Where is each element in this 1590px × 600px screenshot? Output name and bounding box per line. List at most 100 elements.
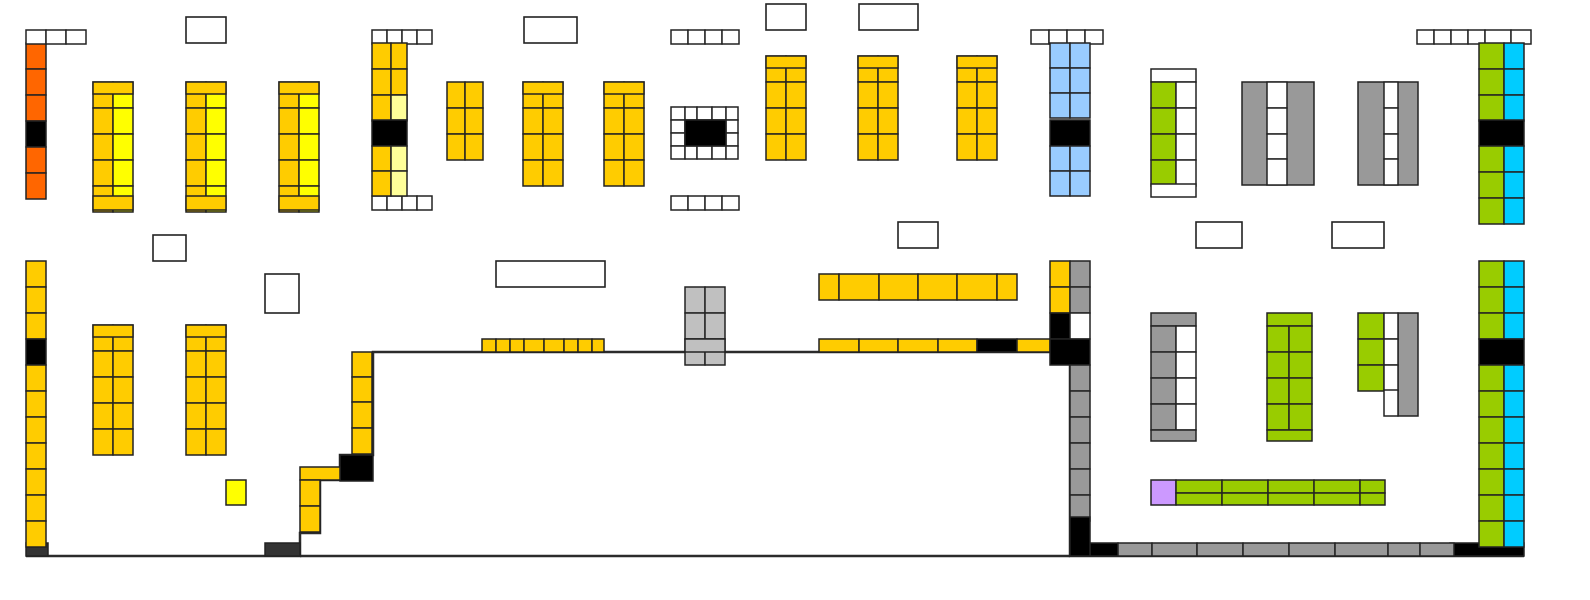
right-wall-upper-left-cell — [1478, 42, 1505, 70]
right-wall-lower-b-right-cell — [1503, 390, 1525, 418]
gondola-yellow-2 — [185, 81, 227, 213]
light-grey-stack-right-cell — [704, 312, 726, 340]
gondola-yellow-2-base — [185, 195, 227, 211]
right-wall-lower-right-cell — [1503, 260, 1525, 288]
green-white-top-cap — [1150, 68, 1197, 83]
gondola-gold-b-right-cell — [542, 133, 564, 161]
stair-gold-upper — [351, 351, 373, 455]
right-wall-lower-b-left-cell — [1478, 520, 1505, 548]
front-grey-strip-cell — [1117, 542, 1153, 557]
gondola-gold-e-right-cell — [877, 133, 899, 161]
right-wall-lower-right-cell — [1503, 286, 1525, 314]
gondola-gold-a-left-cell — [446, 133, 466, 161]
wall-corner-right — [1089, 542, 1119, 557]
bracket-top-strip-cell — [416, 29, 433, 45]
back-room-gold-strip-cell — [495, 338, 511, 353]
green-counter-lower-cell — [1221, 492, 1269, 506]
blue-bay-left-lower-cell — [1049, 170, 1071, 197]
grey-shelf-2-spine-cell — [1383, 107, 1399, 135]
gondola-gold-d-left-cell — [765, 107, 787, 135]
back-room-gold-strip-cell — [543, 338, 565, 353]
orange-wall-bay-cell — [25, 42, 47, 70]
bracket-bottom-strip-cell — [371, 195, 388, 211]
gondola-grey-white-right-cell — [1175, 325, 1197, 353]
gondola-gold-d-right-cell — [785, 81, 807, 109]
partition-grey — [1069, 260, 1091, 314]
light-grey-stack-left-cell — [684, 312, 706, 340]
gondola-gold-f-right-cell — [976, 133, 998, 161]
white-grid-cell — [670, 106, 686, 121]
gondola-green-white-right-cell — [1175, 159, 1197, 187]
back-room-gold-strip-cell — [577, 338, 593, 353]
blue-bay-left-lower-cell — [1049, 145, 1071, 172]
gondola-gold-e-right-cell — [877, 107, 899, 135]
gondola-green-double-right-cell — [1288, 325, 1313, 353]
gondola-lower-2-right-cell — [205, 350, 227, 378]
purple-end-cap — [1150, 479, 1177, 506]
right-wall-lower-left-cell — [1478, 286, 1505, 314]
gondola-lower-1-right-cell — [112, 350, 134, 378]
gondola-grey-white-right-cell — [1175, 351, 1197, 379]
back-room-gold-strip-right-cell — [858, 338, 899, 353]
gondola-gold-e — [857, 55, 899, 161]
gondola-lower-2-right-cell — [205, 402, 227, 430]
back-room-gold-strip-right-cell — [818, 338, 860, 353]
top-left-signage-strip-cell — [65, 29, 87, 45]
bracket-bay-upper-left-cell — [371, 94, 392, 122]
gondola-gold-b — [522, 81, 564, 187]
left-wall-gold-cell — [25, 286, 47, 314]
blue-top-strip-cell — [1066, 29, 1086, 45]
bracket-bay-lower-left-cell — [371, 145, 392, 172]
sign-box — [523, 16, 578, 44]
left-wall-gold-cell — [25, 338, 47, 366]
right-wall-lower-b-right-cell — [1503, 494, 1525, 522]
blue-top-strip-cell — [1084, 29, 1104, 45]
green-white-2-tail — [1383, 389, 1399, 417]
stair-gold-lower-cell — [299, 479, 321, 507]
gondola-lower-1 — [92, 324, 134, 456]
gondola-green-double-right-cell — [1288, 377, 1313, 405]
sign-box — [264, 273, 300, 314]
gondola-yellow-1-right-cell — [112, 107, 134, 135]
stair-gold-landing — [299, 466, 341, 481]
right-wall-lower-pillar — [1478, 338, 1525, 366]
grey-shelf-1-spine-cell — [1266, 81, 1288, 109]
gondola-green-white-2-left-cell — [1357, 338, 1385, 366]
blue-bay-left-upper-cell — [1049, 92, 1071, 119]
gondola-gold-a-left-cell — [446, 81, 466, 109]
orange-wall-bay-cell — [25, 120, 47, 148]
gondola-green-white-2-left-cell — [1357, 312, 1385, 340]
bracket-bottom-strip-cell — [386, 195, 403, 211]
grey-shelf-1-spine — [1266, 81, 1288, 186]
front-grey-strip-cell — [1419, 542, 1455, 557]
island-top-strip-cell — [721, 29, 740, 45]
sign-box — [897, 221, 939, 249]
orange-wall-bay — [25, 42, 47, 200]
right-wall-lower-b-left-cell — [1478, 494, 1505, 522]
gondola-lower-2-right-cell — [205, 428, 227, 456]
white-grid-cell — [670, 145, 686, 160]
white-grid-core — [684, 119, 727, 147]
gondola-lower-2-left-cell — [185, 428, 207, 456]
top-left-signage-strip-cell — [45, 29, 67, 45]
gondola-gold-a-right-cell — [464, 133, 484, 161]
back-room-black-segment — [976, 338, 1018, 353]
green-double-cap — [1266, 312, 1313, 327]
gondola-green-double-left-cell — [1266, 351, 1290, 379]
gondola-green-white-2-left-cell — [1357, 364, 1385, 392]
green-white-bottom-cap — [1150, 183, 1197, 198]
green-counter-upper — [1175, 479, 1386, 494]
partition-black-a — [1049, 312, 1071, 340]
top-right-signage-strip-cell — [1510, 29, 1532, 45]
gondola-green-white-left-cell — [1150, 107, 1177, 135]
right-wall-lower-b-left-cell — [1478, 442, 1505, 470]
gondola-gold-b-left-cell — [522, 133, 544, 161]
island-top-strip-cell — [687, 29, 706, 45]
gondola-lower-1-left-cell — [92, 376, 114, 404]
partition-grey-cell — [1069, 260, 1091, 288]
front-grey-strip-cell — [1288, 542, 1336, 557]
gondola-gold-f-left-cell — [956, 81, 978, 109]
blue-top-strip-cell — [1030, 29, 1050, 45]
gondola-lower-2 — [185, 324, 227, 456]
gondola-yellow-3-left-cell — [278, 133, 300, 161]
